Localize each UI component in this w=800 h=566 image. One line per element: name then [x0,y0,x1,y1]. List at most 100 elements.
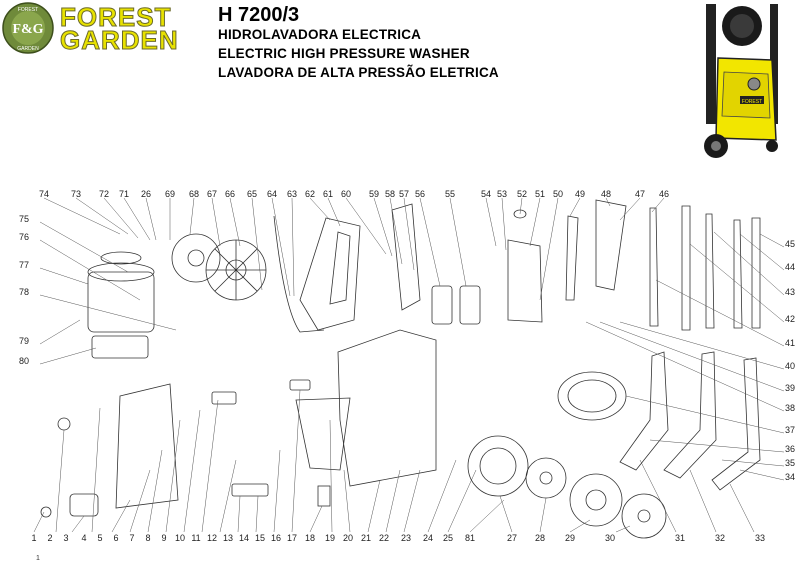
part-number-label: 81 [465,533,475,543]
part-number-label: 7 [129,533,134,543]
part-number-label: 52 [517,189,527,199]
motor-shape [87,271,155,333]
part-number-label: 59 [369,189,379,199]
part-number-label: 72 [99,189,109,199]
part-number-label: 10 [175,533,185,543]
badge-initials: F&G [12,22,43,37]
part-number-label: 4 [81,533,86,543]
part-number-label: 6 [113,533,118,543]
part-number-label: 25 [443,533,453,543]
part-number-label: 71 [119,189,129,199]
part-number-label: 13 [223,533,233,543]
part-number-label: 17 [287,533,297,543]
badge-ring-top: FOREST [18,7,38,13]
part-number-label: 28 [535,533,545,543]
gun-shape [619,351,669,471]
part-number-label: 9 [161,533,166,543]
part-number-label: 12 [207,533,217,543]
product-photo: FOREST [704,4,778,158]
main-housing-shape [337,329,437,487]
part-number-label: 37 [785,425,795,435]
part-number-label: 47 [635,189,645,199]
part-number-label: 53 [497,189,507,199]
part-number-label: 73 [71,189,81,199]
title-pt: LAVADORA DE ALTA PRESSÃO ELETRICA [218,65,499,80]
model-title: H 7200/3 [218,4,300,26]
part-number-label: 77 [19,260,29,270]
part-number-label: 1 [31,533,36,543]
part-number-label: 32 [715,533,725,543]
part-number-label: 29 [565,533,575,543]
part-number-label: 21 [361,533,371,543]
part-number-label: 48 [601,189,611,199]
part-number-label: 22 [379,533,389,543]
part-number-label: 14 [239,533,249,543]
part-number-label: 69 [165,189,175,199]
part-number-label: 24 [423,533,433,543]
part-number-label: 36 [785,444,795,454]
part-number-label: 62 [305,189,315,199]
part-number-label: 19 [325,533,335,543]
title-es: HIDROLAVADORA ELECTRICA [218,27,422,42]
part-number-label: 66 [225,189,235,199]
title-en: ELECTRIC HIGH PRESSURE WASHER [218,46,470,61]
part-number-label: 67 [207,189,217,199]
part-number-label: 26 [141,189,151,199]
product-label: FOREST [742,99,762,105]
part-number-label: 54 [481,189,491,199]
part-number-label: 51 [535,189,545,199]
part-number-label: 18 [305,533,315,543]
part-number-label: 46 [659,189,669,199]
part-numbers-top: 74 73 72 71 26 69 68 67 66 65 64 63 62 61 60 59 58 57 56 55… [39,189,669,199]
part-number-label: 61 [323,189,333,199]
part-number-label: 35 [785,458,795,468]
handle-frame-shape [273,215,325,333]
part-number-label: 50 [553,189,563,199]
part-number-label: 49 [575,189,585,199]
part-number-label: 74 [39,189,49,199]
badge-ring-bottom: GARDEN [17,46,39,52]
part-number-label: 2 [47,533,52,543]
part-number-label: 56 [415,189,425,199]
part-number-label: 30 [605,533,615,543]
part-number-label: 40 [785,361,795,371]
part-number-label: 58 [385,189,395,199]
brand-logo: F&G FOREST GARDEN FOREST GARDEN [2,2,202,54]
part-drawings [40,199,761,539]
part-number-label: 23 [401,533,411,543]
part-number-label: 55 [445,189,455,199]
part-number-label: 65 [247,189,257,199]
part-number-label: 76 [19,232,29,242]
part-number-label: 38 [785,403,795,413]
part-number-label: 63 [287,189,297,199]
part-number-label: 34 [785,472,795,482]
part-number-label: 60 [341,189,351,199]
part-number-label: 11 [191,533,200,543]
part-number-label: 41 [785,338,795,348]
part-number-label: 80 [19,356,29,366]
part-number-label: 8 [145,533,150,543]
wheel-25-shape [467,435,529,497]
part-number-label: 78 [19,287,29,297]
part-number-label: 20 [343,533,353,543]
part-number-label: 15 [255,533,265,543]
part-number-label: 45 [785,239,795,249]
part-number-label: 44 [785,262,795,272]
leader-lines [33,197,785,533]
part-number-label: 75 [19,214,29,224]
brand-word-garden: GARDEN [60,25,179,55]
part-number-label: 31 [675,533,685,543]
part-number-label: 43 [785,287,795,297]
brand-word-forest: FOREST [59,2,172,32]
part-number-label: 5 [97,533,102,543]
part-number-label: 16 [271,533,281,543]
part-number-label: 57 [399,189,409,199]
part-number-label: 68 [189,189,199,199]
part-number-label: 3 [63,533,68,543]
part-number-label: 64 [267,189,277,199]
hose-reel-shape [171,233,221,283]
